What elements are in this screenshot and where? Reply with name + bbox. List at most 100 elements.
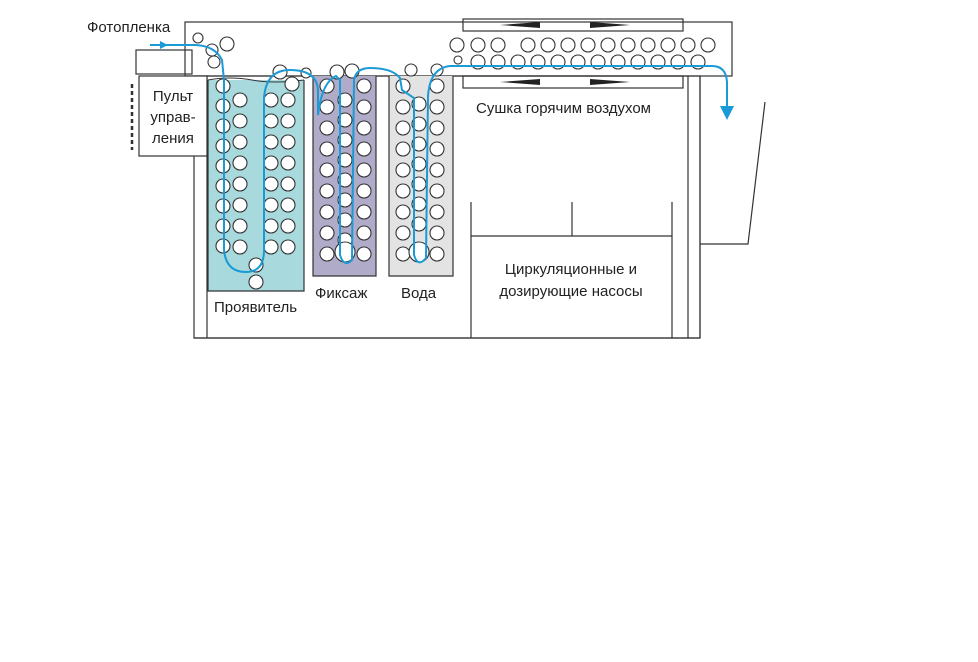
roller (429, 204, 445, 220)
roller (280, 218, 296, 234)
roller (453, 55, 463, 65)
roller (700, 37, 716, 53)
roller (263, 113, 279, 129)
roller (520, 37, 536, 53)
roller (429, 225, 445, 241)
roller (319, 120, 335, 136)
roller (280, 155, 296, 171)
roller (395, 183, 411, 199)
control-panel: Пульт управ- ления (130, 75, 208, 157)
dryer-label: Сушка горячим воздухом (476, 100, 651, 117)
outlet-tray (700, 101, 766, 245)
roller (280, 92, 296, 108)
developer-tank (207, 76, 305, 292)
roller (319, 246, 335, 262)
water-label: Вода (401, 285, 437, 302)
roller (319, 162, 335, 178)
roller (429, 120, 445, 136)
roller (470, 37, 486, 53)
roller (600, 37, 616, 53)
control-panel-label-line1: Пульт (153, 88, 193, 105)
roller (356, 183, 372, 199)
roller (207, 55, 221, 69)
fixer-tank (312, 76, 377, 277)
roller (356, 120, 372, 136)
roller (319, 141, 335, 157)
roller (344, 63, 360, 79)
roller (232, 92, 248, 108)
roller (356, 99, 372, 115)
roller (232, 197, 248, 213)
roller (232, 239, 248, 255)
roller (429, 183, 445, 199)
roller (280, 176, 296, 192)
roller (580, 37, 596, 53)
film-entry-arrow-icon (160, 41, 168, 49)
water-tank (388, 76, 454, 277)
film-path (150, 44, 734, 274)
developer-label: Проявитель (214, 299, 297, 316)
film-label: Фотопленка (87, 19, 171, 36)
roller (680, 37, 696, 53)
roller (263, 197, 279, 213)
roller (411, 96, 427, 112)
roller (356, 78, 372, 94)
roller (280, 113, 296, 129)
roller (232, 176, 248, 192)
water-rollers (395, 78, 445, 263)
dryer-rollers (449, 37, 716, 70)
roller (263, 92, 279, 108)
roller (429, 99, 445, 115)
roller (232, 218, 248, 234)
roller (395, 99, 411, 115)
transfer-rollers (192, 32, 463, 80)
roller (248, 257, 264, 273)
roller (620, 37, 636, 53)
roller (411, 136, 427, 152)
roller (280, 239, 296, 255)
roller (192, 32, 204, 44)
roller (263, 176, 279, 192)
roller (232, 113, 248, 129)
roller (429, 141, 445, 157)
control-panel-label-line2: управ- (150, 109, 195, 126)
roller (248, 274, 264, 290)
roller (319, 204, 335, 220)
roller (395, 225, 411, 241)
roller (356, 162, 372, 178)
control-panel-label-line3: ления (152, 130, 194, 147)
pumps-label-line1: Циркуляционные и (505, 261, 637, 278)
roller (449, 37, 465, 53)
roller (337, 132, 353, 148)
roller (395, 141, 411, 157)
dryer-nozzles-top (500, 22, 630, 85)
roller (356, 246, 372, 262)
roller (219, 36, 235, 52)
roller (490, 37, 506, 53)
roller (280, 197, 296, 213)
pumps-compartment: Циркуляционные и дозирующие насосы (470, 202, 673, 338)
roller (319, 183, 335, 199)
roller (395, 204, 411, 220)
roller (337, 152, 353, 168)
roller (263, 218, 279, 234)
roller (319, 225, 335, 241)
roller (356, 225, 372, 241)
roller (263, 134, 279, 150)
roller (429, 162, 445, 178)
roller (411, 156, 427, 172)
roller (395, 246, 411, 262)
fixer-label: Фиксаж (315, 285, 367, 302)
roller (284, 76, 300, 92)
roller (411, 116, 427, 132)
fixer-rollers (319, 78, 372, 263)
roller (429, 246, 445, 262)
roller (540, 37, 556, 53)
developer-rollers (215, 76, 300, 290)
roller (660, 37, 676, 53)
roller (263, 155, 279, 171)
roller (395, 120, 411, 136)
roller (404, 63, 418, 77)
dryer-chamber (449, 18, 716, 89)
